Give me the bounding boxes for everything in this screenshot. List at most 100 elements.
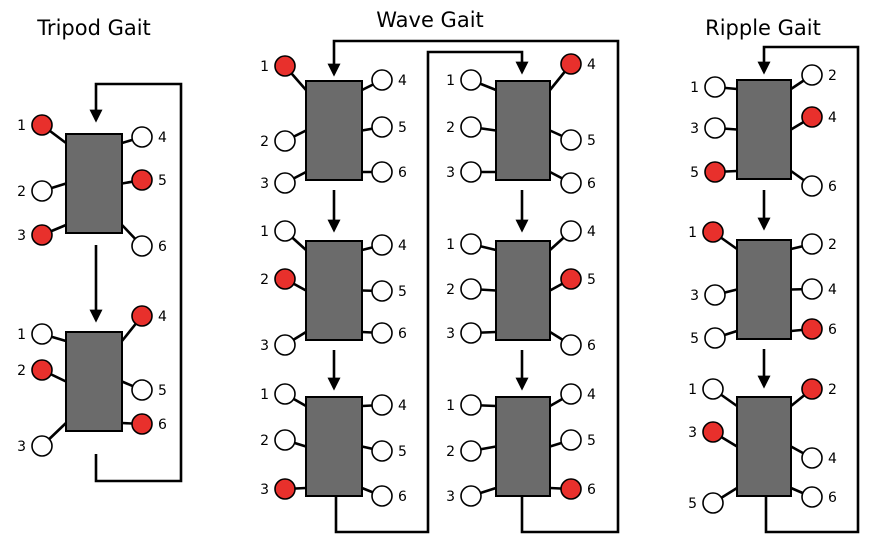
leg-number-label: 1 xyxy=(446,237,455,253)
foot-swing-marker xyxy=(274,130,296,152)
foot-swing-marker xyxy=(704,76,726,98)
foot-swing-marker xyxy=(460,233,482,255)
leg-number-label: 1 xyxy=(260,387,269,403)
robot-body xyxy=(736,239,792,340)
foot-stance-marker xyxy=(560,53,582,75)
foot-swing-marker xyxy=(560,383,582,405)
foot-stance-marker xyxy=(131,169,153,191)
foot-swing-marker xyxy=(460,278,482,300)
foot-swing-marker xyxy=(460,440,482,462)
wave-cycle-connector xyxy=(327,39,620,534)
leg-number-label: 4 xyxy=(828,282,837,298)
leg-number-label: 2 xyxy=(260,134,269,150)
robot-body xyxy=(736,79,792,180)
foot-swing-marker xyxy=(371,394,393,416)
robot-body xyxy=(736,396,792,497)
foot-swing-marker xyxy=(702,378,724,400)
leg-number-label: 2 xyxy=(446,120,455,136)
foot-swing-marker xyxy=(560,334,582,356)
leg-number-label: 5 xyxy=(158,173,167,189)
robot-body xyxy=(495,80,551,181)
leg-number-label: 4 xyxy=(828,110,837,126)
leg-number-label: 4 xyxy=(398,238,407,254)
foot-stance-marker xyxy=(560,478,582,500)
foot-swing-marker xyxy=(274,334,296,356)
leg-number-label: 5 xyxy=(398,120,407,136)
foot-stance-marker xyxy=(704,161,726,183)
leg-number-label: 3 xyxy=(17,439,26,455)
leg-number-label: 4 xyxy=(398,73,407,89)
leg-number-label: 1 xyxy=(688,382,697,398)
tripod-cycle-connector xyxy=(89,82,183,483)
foot-stance-marker xyxy=(274,268,296,290)
foot-swing-marker xyxy=(31,323,53,345)
foot-swing-marker xyxy=(460,161,482,183)
foot-swing-marker xyxy=(371,322,393,344)
foot-stance-marker xyxy=(131,305,153,327)
leg-number-label: 6 xyxy=(398,326,407,342)
leg-number-label: 5 xyxy=(158,383,167,399)
foot-swing-marker xyxy=(371,280,393,302)
leg-number-label: 4 xyxy=(158,130,167,146)
foot-swing-marker xyxy=(274,383,296,405)
robot-body xyxy=(65,331,123,432)
leg-number-label: 4 xyxy=(158,309,167,325)
leg-number-label: 3 xyxy=(446,165,455,181)
leg-number-label: 2 xyxy=(17,363,26,379)
robot-body xyxy=(495,240,551,341)
leg-number-label: 5 xyxy=(587,272,596,288)
leg-number-label: 5 xyxy=(398,444,407,460)
robot-body xyxy=(305,240,363,341)
foot-swing-marker xyxy=(460,485,482,507)
leg-number-label: 1 xyxy=(688,225,697,241)
leg-number-label: 4 xyxy=(587,224,596,240)
foot-swing-marker xyxy=(371,116,393,138)
leg-number-label: 6 xyxy=(398,165,407,181)
leg-number-label: 6 xyxy=(828,322,837,338)
foot-swing-marker xyxy=(460,394,482,416)
leg-number-label: 1 xyxy=(446,398,455,414)
foot-stance-marker xyxy=(560,268,582,290)
leg-number-label: 4 xyxy=(398,398,407,414)
leg-number-label: 1 xyxy=(17,327,26,343)
leg-number-label: 5 xyxy=(690,165,699,181)
foot-swing-marker xyxy=(131,379,153,401)
wave-column-connector xyxy=(334,50,529,534)
leg-number-label: 4 xyxy=(587,57,596,73)
robot-body xyxy=(495,396,551,497)
foot-swing-marker xyxy=(702,492,724,514)
foot-stance-marker xyxy=(702,221,724,243)
foot-swing-marker xyxy=(560,172,582,194)
foot-swing-marker xyxy=(371,69,393,91)
foot-swing-marker xyxy=(704,284,726,306)
foot-swing-marker xyxy=(460,69,482,91)
leg-number-label: 5 xyxy=(587,133,596,149)
robot-body xyxy=(65,133,123,234)
gait-steps: 1234561234561234561234561234561234561234… xyxy=(17,53,837,514)
leg-number-label: 3 xyxy=(260,482,269,498)
leg-number-label: 6 xyxy=(587,338,596,354)
foot-stance-marker xyxy=(702,421,724,443)
leg-number-label: 2 xyxy=(446,282,455,298)
foot-swing-marker xyxy=(274,220,296,242)
leg-number-label: 4 xyxy=(828,451,837,467)
foot-swing-marker xyxy=(704,117,726,139)
foot-swing-marker xyxy=(371,234,393,256)
foot-stance-marker xyxy=(801,106,823,128)
leg-number-label: 5 xyxy=(587,433,596,449)
foot-swing-marker xyxy=(801,175,823,197)
leg-number-label: 3 xyxy=(688,425,697,441)
foot-stance-marker xyxy=(31,359,53,381)
foot-swing-marker xyxy=(460,116,482,138)
foot-swing-marker xyxy=(560,129,582,151)
leg-number-label: 6 xyxy=(828,490,837,506)
foot-swing-marker xyxy=(274,172,296,194)
ripple-cycle-connector xyxy=(757,45,860,534)
